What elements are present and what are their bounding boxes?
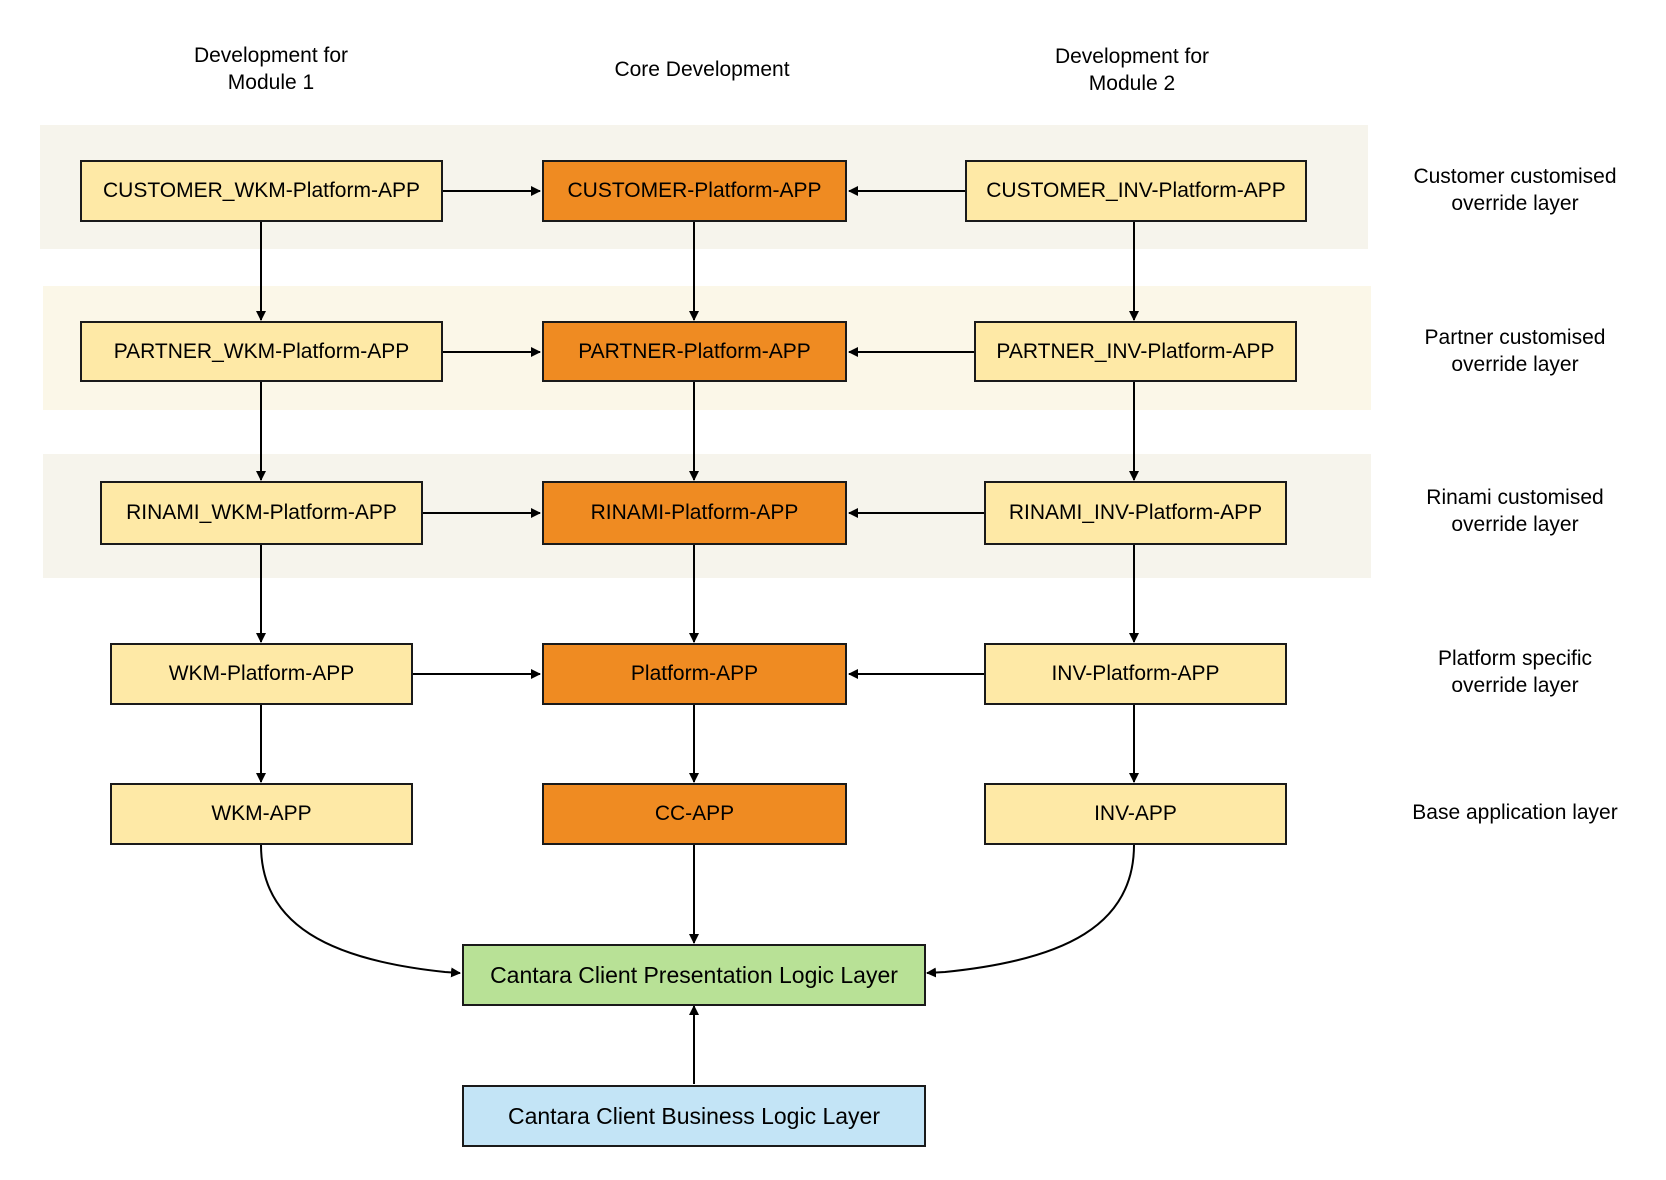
node-presentation-logic-layer: Cantara Client Presentation Logic Layer [462,944,926,1006]
node-partner-wkm-platform-app: PARTNER_WKM-Platform-APP [80,321,443,382]
node-platform-app: Platform-APP [542,643,847,705]
layer-label-rinami: Rinami customised override layer [1426,486,1604,536]
layer-label-partner: Partner customised override layer [1424,326,1606,376]
column-header-core: Core Development [614,58,790,81]
node-inv-platform-app: INV-Platform-APP [984,643,1287,705]
node-partner-inv-platform-app: PARTNER_INV-Platform-APP [974,321,1297,382]
node-inv-app: INV-APP [984,783,1287,845]
node-business-logic-layer: Cantara Client Business Logic Layer [462,1085,926,1147]
node-customer-platform-app: CUSTOMER-Platform-APP [542,160,847,222]
node-partner-platform-app: PARTNER-Platform-APP [542,321,847,382]
node-cc-app: CC-APP [542,783,847,845]
node-wkm-app: WKM-APP [110,783,413,845]
column-header-module-1: Development for Module 1 [193,44,349,94]
column-header-module-2: Development for Module 2 [1054,45,1210,95]
node-rinami-platform-app: RINAMI-Platform-APP [542,481,847,545]
node-customer-inv-platform-app: CUSTOMER_INV-Platform-APP [965,160,1307,222]
layer-label-platform: Platform specific override layer [1437,647,1593,697]
node-rinami-wkm-platform-app: RINAMI_WKM-Platform-APP [100,481,423,545]
layer-label-customer: Customer customised override layer [1413,165,1617,215]
node-wkm-platform-app: WKM-Platform-APP [110,643,413,705]
layer-label-base: Base application layer [1412,801,1618,824]
edge-inv-app-to-presentation [926,844,1135,978]
node-customer-wkm-platform-app: CUSTOMER_WKM-Platform-APP [80,160,443,222]
node-rinami-inv-platform-app: RINAMI_INV-Platform-APP [984,481,1287,545]
edge-wkm-app-to-presentation [260,844,461,978]
